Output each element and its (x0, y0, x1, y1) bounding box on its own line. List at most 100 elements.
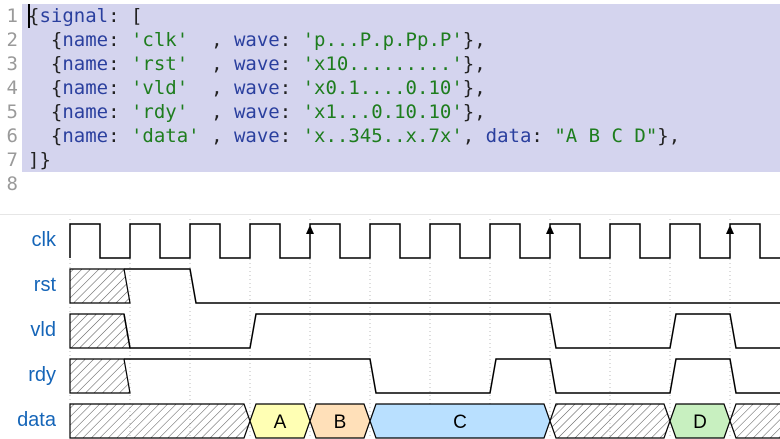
code-token: 'x10.........' (302, 53, 463, 75)
bus-value: B (334, 412, 347, 433)
rst-undefined (69, 268, 131, 304)
code-token: 'data' (130, 125, 200, 147)
code-token: : (108, 101, 131, 123)
code-token: wave (233, 29, 280, 51)
code-token: ]} (28, 149, 51, 171)
code-token: data (485, 125, 532, 147)
signal-label-vld: vld (30, 319, 56, 341)
code-token: wave (233, 101, 280, 123)
code-token: : (108, 29, 131, 51)
code-token: : (108, 125, 131, 147)
signal-label-data: data (17, 409, 56, 431)
vld-wave (123, 313, 780, 349)
rst-wave (124, 268, 780, 304)
code-token: : (279, 77, 303, 99)
code-line[interactable]: {name: 'data' , wave: 'x..345..x.7x', da… (28, 124, 680, 148)
code-token: , (188, 53, 234, 75)
line-number: 6 (6, 125, 18, 147)
code-token: 'x0.1....0.10' (302, 77, 463, 99)
bus-segment (669, 403, 731, 439)
code-token: wave (233, 77, 280, 99)
code-token: name (62, 125, 109, 147)
code-token: { (28, 53, 63, 75)
code-token: }, (462, 101, 486, 123)
line-number: 8 (6, 173, 18, 195)
code-token: 'rst' (130, 53, 189, 75)
code-line[interactable]: {name: 'rst' , wave: 'x10.........'}, (28, 52, 486, 76)
code-token: name (62, 53, 109, 75)
code-token: }, (462, 29, 486, 51)
code-token: { (28, 77, 63, 99)
code-token: { (28, 101, 63, 123)
code-token: { (28, 5, 40, 27)
code-token: : (279, 101, 303, 123)
line-number: 5 (6, 101, 18, 123)
code-token: , (188, 101, 234, 123)
signal-label-clk: clk (31, 229, 56, 251)
code-token: }, (462, 77, 486, 99)
code-token: signal (39, 5, 109, 27)
code-token: name (62, 77, 109, 99)
code-token: : [ (108, 5, 143, 27)
code-token: : (108, 77, 131, 99)
code-token: , (199, 125, 234, 147)
code-token: : (108, 53, 131, 75)
line-number: 2 (6, 29, 18, 51)
clk-edge-arrow (726, 225, 734, 234)
waveform-diagram: A B C D (69, 219, 780, 439)
code-token: 'clk' (130, 29, 189, 51)
code-token: 'p...P.p.Pp.P' (302, 29, 463, 51)
code-line[interactable]: {name: 'clk' , wave: 'p...P.p.Pp.P'}, (28, 28, 486, 52)
waveform-panel: A B C D clk rst vld rdy data (0, 214, 780, 439)
code-line[interactable]: ]} (28, 148, 51, 172)
bus-undefined (69, 403, 251, 439)
bus-value: A (274, 412, 287, 433)
bus-value: C (453, 412, 467, 433)
code-token: 'rdy' (130, 101, 189, 123)
line-number: 3 (6, 53, 18, 75)
bus-segment (369, 403, 551, 439)
bus-segment (249, 403, 311, 439)
rdy-wave (124, 358, 780, 394)
code-editor[interactable]: {signal: [ {name: 'clk' , wave: 'p...P.p… (0, 0, 780, 200)
code-token: : (279, 29, 303, 51)
bus-segment (309, 403, 371, 439)
code-token: }, (657, 125, 681, 147)
signal-label-rst: rst (33, 274, 56, 296)
code-token: "A B C D" (554, 125, 658, 147)
code-token: wave (233, 125, 280, 147)
line-number: 1 (6, 5, 18, 27)
code-token: 'x1...0.10.10' (302, 101, 463, 123)
code-token: , (188, 29, 234, 51)
bus-undefined (729, 403, 780, 439)
code-token: , (462, 125, 486, 147)
clk-edge-arrow (306, 225, 314, 234)
line-number-gutter (0, 0, 22, 200)
code-token: { (28, 125, 63, 147)
line-number: 4 (6, 77, 18, 99)
code-token: , (188, 77, 234, 99)
line-number: 7 (6, 149, 18, 171)
signal-label-rdy: rdy (28, 364, 56, 386)
code-token: { (28, 29, 63, 51)
code-token: name (62, 29, 109, 51)
vld-undefined (69, 313, 131, 349)
code-token: : (279, 53, 303, 75)
code-token: name (62, 101, 109, 123)
code-line[interactable]: {name: 'vld' , wave: 'x0.1....0.10'}, (28, 76, 486, 100)
text-cursor (28, 4, 30, 28)
bus-undefined (549, 403, 671, 439)
code-token: 'vld' (130, 77, 189, 99)
bus-value: D (693, 412, 707, 433)
text-selection (22, 4, 780, 172)
clk-wave (69, 223, 780, 259)
clk-edge-arrow (546, 225, 554, 234)
code-token: : (531, 125, 555, 147)
code-token: }, (462, 53, 486, 75)
rdy-undefined (69, 358, 131, 394)
code-token: 'x..345..x.7x' (302, 125, 463, 147)
code-token: : (279, 125, 303, 147)
code-line[interactable]: {signal: [ (28, 4, 142, 28)
code-line[interactable]: {name: 'rdy' , wave: 'x1...0.10.10'}, (28, 100, 486, 124)
code-token: wave (233, 53, 280, 75)
